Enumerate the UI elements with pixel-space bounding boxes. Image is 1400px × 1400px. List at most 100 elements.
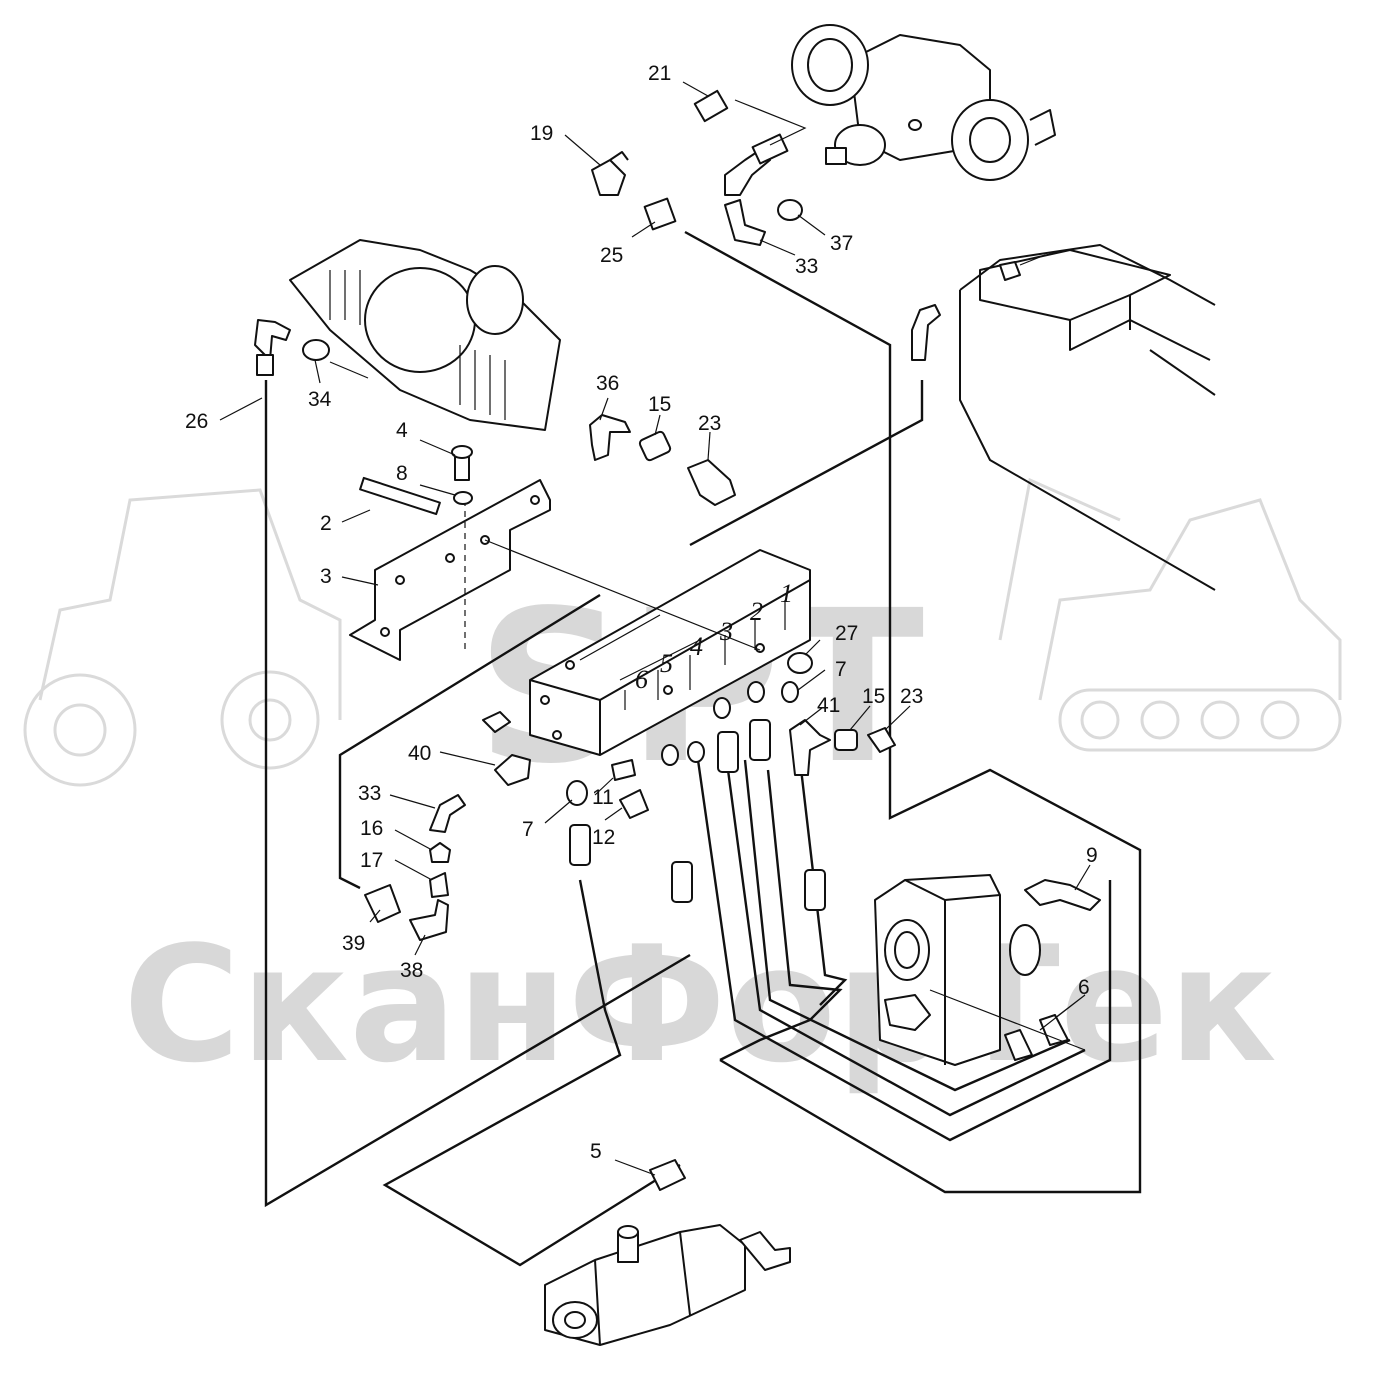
callout-15a: 15 (648, 393, 671, 416)
valve-block (484, 539, 811, 756)
connector-12-lower (569, 824, 591, 866)
hose-9-end (1024, 879, 1101, 911)
cap-27 (787, 652, 813, 674)
fitting-19 (591, 159, 626, 196)
block-number-6: 6 (635, 665, 648, 694)
callout-26: 26 (185, 410, 208, 433)
callout-2: 2 (320, 512, 332, 535)
callout-17: 17 (360, 849, 383, 872)
nut-15b (834, 729, 858, 751)
fitting-34 (302, 339, 330, 361)
hose-left-loop (338, 593, 601, 890)
hose-lines (264, 230, 1142, 1267)
nut-16 (429, 842, 451, 863)
fitting-25 (643, 197, 677, 231)
hose-pump-loop (382, 879, 681, 1267)
fitting-40 (494, 754, 531, 786)
connector-col5 (671, 861, 693, 903)
callout-36: 36 (596, 372, 619, 395)
tank-right (911, 244, 1216, 591)
fitting-6b (1039, 1014, 1069, 1046)
nut-15a (638, 430, 672, 462)
callout-41: 41 (817, 694, 840, 717)
valve-block-section-numbers: 1 2 3 4 5 6 (635, 579, 793, 694)
hose-26 (264, 380, 691, 1208)
callout-7a: 7 (835, 658, 847, 681)
hose-gearbox-4 (719, 769, 843, 1062)
block-number-1: 1 (780, 579, 793, 608)
top-axle-housing (791, 24, 1056, 181)
fitting-12 (619, 789, 649, 819)
hose-gearbox-3 (743, 759, 1071, 1092)
connector-col2 (749, 719, 771, 761)
block-number-4: 4 (690, 632, 703, 661)
top-fittings (591, 89, 807, 246)
gearbox (874, 874, 1101, 1066)
hose-gearbox-1 (696, 759, 1112, 1142)
fitting-23b (867, 727, 896, 753)
tee-41 (789, 719, 831, 776)
hose-gearbox-2 (726, 769, 1086, 1117)
hose-25 (684, 230, 1142, 1194)
callout-9: 9 (1086, 844, 1098, 867)
fitting-17 (429, 872, 449, 898)
callout-15b: 15 (862, 685, 885, 708)
hose-gearbox-5 (798, 759, 848, 1006)
elbow-36 (589, 414, 631, 461)
callout-12: 12 (592, 826, 615, 849)
callout-4: 4 (396, 419, 408, 442)
elbow-38 (409, 899, 449, 941)
callout-21: 21 (648, 62, 671, 85)
callout-23b: 23 (900, 685, 923, 708)
callout-33b: 33 (358, 782, 381, 805)
watermark-company: СканФорТек (123, 911, 1277, 1098)
callout-19: 19 (530, 122, 553, 145)
callout-34: 34 (308, 388, 332, 411)
callout-23a: 23 (698, 412, 721, 435)
leader-lines (219, 81, 1091, 1176)
connector-col1 (804, 869, 826, 911)
elbow-33a (724, 199, 766, 246)
elbow-33b (429, 794, 466, 833)
engine-top-left (254, 239, 561, 431)
callout-5: 5 (590, 1140, 602, 1163)
callout-16: 16 (360, 817, 383, 840)
pump-5 (544, 1159, 791, 1346)
callout-33a: 33 (795, 255, 818, 278)
hose-tank (689, 380, 924, 547)
callout-8: 8 (396, 462, 408, 485)
block-number-2: 2 (750, 597, 763, 626)
callout-37: 37 (830, 232, 853, 255)
callout-27: 27 (835, 622, 858, 645)
callout-40: 40 (408, 742, 431, 765)
watermark-tractor-left-icon (23, 488, 342, 787)
connector-col3 (717, 731, 739, 773)
fitting-11 (611, 759, 636, 781)
callout-25: 25 (600, 244, 623, 267)
washer-8 (453, 491, 473, 505)
fitting-39 (364, 884, 401, 923)
elbow-tank (911, 304, 941, 361)
callout-11: 11 (592, 786, 614, 809)
callout-38: 38 (400, 959, 423, 982)
block-number-3: 3 (719, 617, 733, 646)
fitting-21 (693, 89, 729, 123)
callout-3: 3 (320, 565, 332, 588)
fitting-5 (649, 1159, 686, 1191)
callout-labels: 21 19 25 33 37 26 34 36 15 23 4 8 2 3 27… (185, 62, 1098, 1163)
bracket-3 (349, 445, 551, 661)
callout-7b: 7 (522, 818, 534, 841)
block-number-5: 5 (660, 649, 673, 678)
bolt-2 (359, 476, 441, 516)
plug-left (482, 711, 511, 733)
fitting-6a (1004, 1029, 1033, 1061)
fitting-23a (687, 459, 736, 506)
fitting-7b (566, 780, 588, 806)
callout-39: 39 (342, 932, 365, 955)
watermark-excavator-right-icon (998, 477, 1342, 752)
watermark: SPT СканФорТек (23, 477, 1342, 1098)
fitting-37 (777, 199, 803, 221)
block-fittings (364, 414, 896, 941)
callout-6: 6 (1078, 976, 1090, 999)
